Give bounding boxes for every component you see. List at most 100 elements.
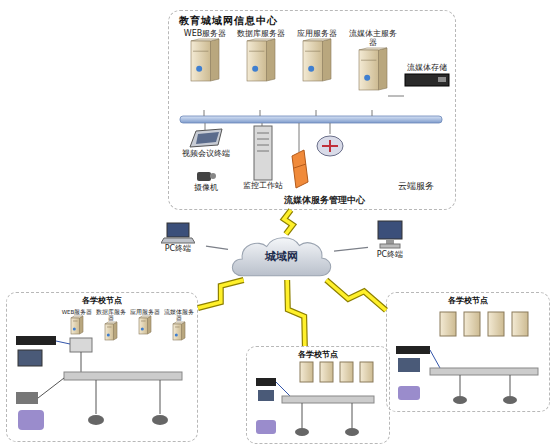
server-slot [305, 51, 320, 52]
encoder-box [70, 338, 92, 352]
server-badge [141, 328, 144, 331]
server-side [210, 39, 219, 81]
server-front [105, 324, 114, 340]
monitor-symbol [398, 358, 420, 372]
link-line [334, 247, 368, 251]
storage-box: 流媒体存储 [401, 63, 453, 109]
storage-link [388, 96, 404, 97]
laptop-screen [167, 223, 189, 237]
server-icon [190, 38, 220, 82]
server-slot [73, 321, 78, 322]
camera-box: 摄像机 [183, 169, 229, 203]
sserver-icon [104, 321, 118, 341]
dome-camera [503, 396, 517, 404]
sserver-icon [172, 321, 186, 341]
server-icon [302, 38, 332, 82]
pc-icon [375, 220, 405, 250]
server-symbol [512, 312, 528, 336]
dome-camera [88, 415, 104, 425]
node-label: WEB服务器 [62, 309, 93, 315]
server-badge [364, 75, 370, 81]
school-equipment [256, 362, 374, 436]
wire [160, 380, 161, 414]
node-label: PC终端 [165, 244, 191, 253]
server-badge [175, 334, 178, 337]
wire [460, 375, 461, 396]
server-symbol [320, 362, 333, 382]
server-slot [361, 60, 376, 61]
node-label: 流媒体服务器 [163, 309, 195, 321]
server-badge [252, 66, 258, 72]
server-side [322, 39, 331, 81]
dome-camera [295, 428, 309, 436]
free-label: 流媒体服务管理中心 [284, 194, 365, 207]
node-label: 监控工作站 [243, 181, 283, 190]
server-badge [73, 328, 76, 331]
server-badge [107, 334, 110, 337]
free-label: 云端服务 [398, 180, 434, 193]
node-label: 各学校节点 [82, 293, 122, 305]
camera-body [197, 172, 211, 181]
wire [510, 375, 511, 396]
server-box: 应用服务器 [291, 29, 343, 113]
firewall-body [292, 150, 308, 188]
sserver-icon [138, 315, 152, 335]
school-node: 各学校节点 [386, 292, 550, 412]
server-symbol [464, 312, 480, 336]
server-slot [107, 327, 112, 328]
server-front [71, 318, 80, 334]
monitor-symbol [258, 390, 274, 401]
storage-icon [404, 72, 450, 88]
network-link [334, 247, 368, 251]
server-slot [249, 51, 264, 52]
user-symbol [398, 386, 420, 400]
lightning-outline [287, 280, 305, 346]
node-label: 应用服务器 [297, 29, 337, 38]
server-side [378, 48, 387, 90]
router-arrows [322, 140, 338, 152]
pc-terminal: PC终端 [368, 220, 412, 270]
node-label: PC终端 [377, 250, 403, 259]
lightning-core [284, 210, 293, 234]
lightning-outline [284, 210, 293, 234]
wire [56, 341, 70, 344]
node-label: 各学校节点 [448, 293, 488, 305]
server-icon [246, 38, 276, 82]
storage-body [405, 74, 449, 86]
lightning-link [287, 280, 305, 346]
wire [302, 403, 303, 428]
tower-slot [257, 139, 269, 140]
server-front [139, 318, 148, 334]
recorder-box [396, 346, 430, 354]
switch-bar [282, 396, 374, 403]
storage-light [438, 77, 446, 82]
node-label: 应用服务器 [130, 309, 160, 315]
tower-body [254, 126, 272, 180]
router-body [317, 136, 343, 156]
node-label: 流媒体存储 [407, 63, 447, 72]
wire [81, 352, 82, 372]
server-front [173, 324, 182, 340]
workstation-box: 监控工作站 [235, 125, 291, 205]
bus-drops [204, 96, 404, 152]
tower-slot [257, 151, 269, 152]
wire [276, 382, 290, 396]
lightning-outline [326, 280, 386, 310]
wire [430, 350, 440, 368]
drop-line [204, 110, 205, 116]
server-slot [175, 327, 180, 328]
school-node: 各学校节点 WEB服务器数据库服务器应用服务器流媒体服务器 [6, 292, 198, 442]
tower-slot [257, 133, 269, 134]
server-box: 流媒体服务器 [163, 309, 195, 357]
server-symbol [488, 312, 504, 336]
wire [38, 378, 64, 398]
drop-line [316, 110, 317, 116]
school-equipment [396, 312, 538, 404]
terminal-screen [196, 132, 219, 144]
node-label: 各学校节点 [298, 347, 338, 359]
wire [96, 380, 97, 414]
server-box: 数据库服务器 [95, 309, 127, 357]
dome-camera [345, 428, 359, 436]
pc-terminal: PC终端 [150, 222, 206, 262]
